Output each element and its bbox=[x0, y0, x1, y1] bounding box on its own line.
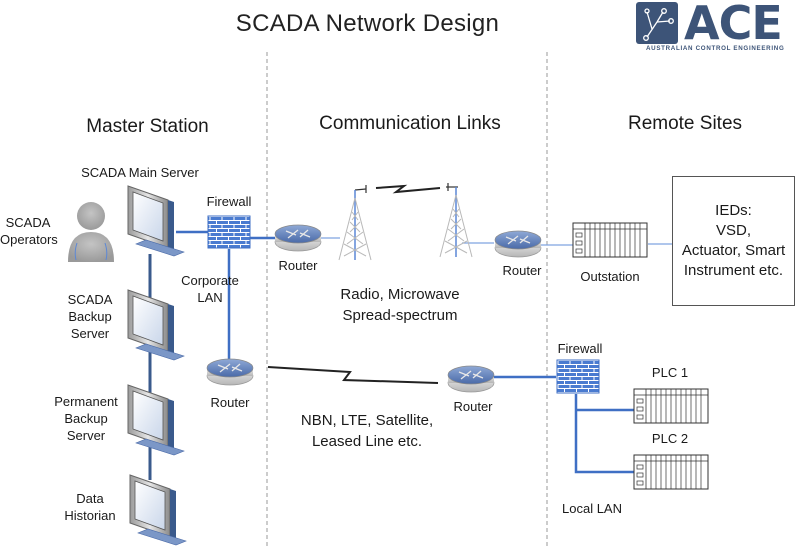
wan-link-bolt bbox=[267, 366, 439, 384]
section-remote-sites: Remote Sites bbox=[627, 113, 743, 134]
outstation-label: Outstation bbox=[580, 269, 640, 284]
operator-person-icon bbox=[68, 202, 114, 262]
main-server-label: SCADA Main Server bbox=[81, 165, 199, 180]
plc2-label: PLC 2 bbox=[651, 431, 689, 446]
section-communication-links: Communication Links bbox=[319, 113, 501, 134]
permanent-backup-label: Permanent Backup Server bbox=[54, 394, 118, 443]
router-left-icon bbox=[274, 224, 322, 252]
ied-label: IEDs: VSD, Actuator, Smart Instrument et… bbox=[681, 202, 786, 279]
outstation-rack-icon bbox=[572, 222, 648, 258]
radio-tower-left-icon bbox=[338, 189, 372, 261]
remote-firewall-icon bbox=[556, 359, 600, 394]
router-right-icon bbox=[494, 230, 542, 258]
backup-server-label: SCADA Backup Server bbox=[67, 292, 113, 341]
router-wan-icon bbox=[447, 365, 495, 393]
data-historian-monitor-icon bbox=[129, 474, 187, 546]
router-master-label: Router bbox=[210, 395, 250, 410]
logo-icon bbox=[643, 8, 674, 41]
section-master-station: Master Station bbox=[86, 116, 209, 137]
logo-tagline: AUSTRALIAN CONTROL ENGINEERING bbox=[646, 45, 785, 52]
plc1-rack-icon bbox=[633, 388, 709, 424]
data-historian-label: Data Historian bbox=[64, 491, 116, 523]
master-firewall-label: Firewall bbox=[206, 194, 252, 209]
radio-link-bolt bbox=[375, 184, 441, 194]
operators-label: SCADA Operators bbox=[0, 215, 58, 247]
plc2-rack-icon bbox=[633, 454, 709, 490]
router-left-label: Router bbox=[278, 258, 318, 273]
corporate-lan-label: Corporate LAN bbox=[181, 273, 239, 305]
remote-firewall-label: Firewall bbox=[557, 341, 603, 356]
antenna-left-icon bbox=[354, 185, 367, 193]
ied-box: IEDs: VSD, Actuator, Smart Instrument et… bbox=[672, 176, 795, 306]
main-server-monitor-icon bbox=[127, 185, 185, 257]
plc1-label: PLC 1 bbox=[651, 365, 689, 380]
radio-tower-right-icon bbox=[439, 186, 473, 258]
local-lan-label: Local LAN bbox=[562, 501, 622, 516]
router-right-label: Router bbox=[502, 263, 542, 278]
page-title: SCADA Network Design bbox=[235, 10, 500, 37]
logo-brand: ACE bbox=[684, 0, 783, 50]
local-lan-link bbox=[574, 394, 634, 474]
wan-link-label: NBN, LTE, Satellite, Leased Line etc. bbox=[300, 412, 434, 450]
router-master-icon bbox=[206, 358, 254, 386]
master-firewall-icon bbox=[207, 215, 251, 249]
backup-server-monitor-icon bbox=[127, 289, 185, 361]
permanent-backup-monitor-icon bbox=[127, 384, 185, 456]
radio-link-label: Radio, Microwave Spread-spectrum bbox=[340, 286, 460, 324]
router-wan-label: Router bbox=[453, 399, 493, 414]
